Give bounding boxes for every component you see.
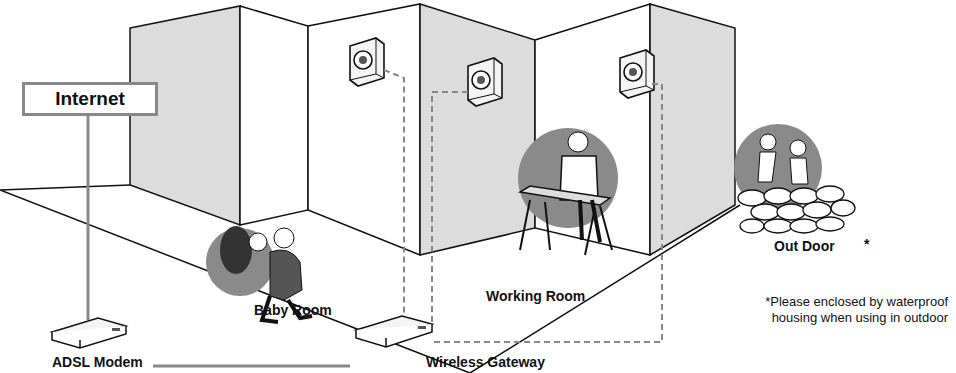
device-box: ADSL Modem [44, 312, 153, 372]
node-label: ADSL Modem [52, 354, 143, 370]
node-label: Wireless Gateway [426, 354, 545, 370]
room-label: * [864, 236, 869, 252]
device-box: Wireless Gateway [350, 312, 560, 372]
room-label: Working Room [486, 288, 585, 304]
room-label: Baby Room [254, 302, 332, 318]
note-text: *Please enclosed by waterproof housing w… [736, 294, 948, 326]
room-label: Out Door [774, 238, 835, 254]
cable-line [87, 116, 90, 320]
cable-line [153, 365, 350, 368]
node-label: Internet [25, 85, 155, 113]
network-box: Internet [22, 82, 158, 116]
